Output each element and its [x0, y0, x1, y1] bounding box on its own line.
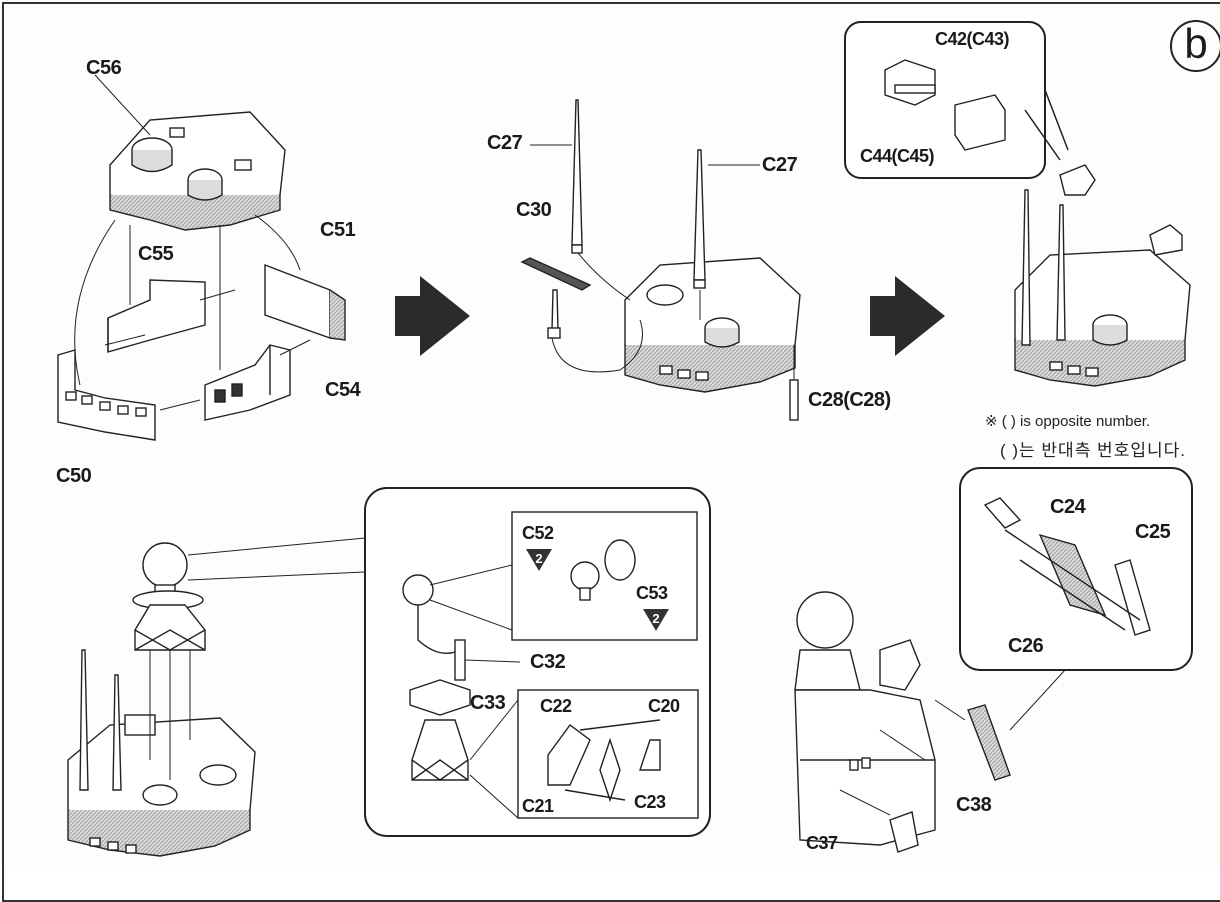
- mast-c28: [789, 379, 799, 421]
- step1-guide-lines: [74, 74, 311, 411]
- label-c22: C22: [540, 696, 572, 716]
- note-opposite-kr: ( )는 반대측 번호입니다.: [1000, 441, 1186, 460]
- label-c50: C50: [56, 465, 92, 487]
- label-c38: C38: [956, 794, 992, 816]
- wall-panel-c51: [264, 263, 346, 341]
- ladder-parts: [983, 497, 1151, 636]
- note-opposite-en: ※ ( ) is opposite number.: [985, 413, 1151, 430]
- label-c25: C25: [1135, 521, 1171, 543]
- radar-inset-lines: [429, 564, 521, 819]
- step-indicator: b: [1170, 20, 1220, 72]
- step-arrow-1: [395, 276, 470, 356]
- inset-c42-pointer: [1044, 89, 1069, 151]
- bridge-assembly-step3: [1014, 164, 1191, 387]
- label-c26: C26: [1008, 635, 1044, 657]
- label-c53: C53: [636, 583, 668, 603]
- step2-guide-lines: [530, 144, 795, 380]
- label-c52: C52: [522, 523, 554, 543]
- quantity-badge-c52: 2: [525, 548, 553, 572]
- step-arrow-2: [870, 276, 945, 356]
- inset-c52-frame: [511, 511, 698, 641]
- wall-panel-c50: [57, 349, 156, 441]
- quantity-badge-c53: 2: [642, 608, 670, 632]
- label-c56: C56: [86, 57, 122, 79]
- step5-guide-lines: [839, 669, 1066, 816]
- mast-c27-right: [693, 149, 706, 289]
- finished-bridge-step5: [794, 591, 1011, 853]
- label-c27-left: C27: [487, 132, 523, 154]
- assembly-artwork: [57, 21, 1193, 857]
- wall-panel-c54: [204, 344, 291, 421]
- step4-guide-lines: [149, 537, 366, 780]
- label-c27-right: C27: [762, 154, 798, 176]
- finished-bridge-step4: [67, 649, 256, 857]
- wall-panel-c55: [107, 279, 206, 353]
- label-c55: C55: [138, 243, 174, 265]
- label-c20: C20: [648, 696, 680, 716]
- label-c28: C28(C28): [808, 389, 891, 411]
- label-c23: C23: [634, 792, 666, 812]
- label-c21: C21: [522, 796, 554, 816]
- label-c44: C44(C45): [860, 146, 935, 166]
- label-c30: C30: [516, 199, 552, 221]
- radar-tower-step4: [132, 542, 206, 651]
- label-c54: C54: [325, 379, 361, 401]
- bridge-deck-c56: [109, 111, 286, 231]
- mast-c27-left: [571, 99, 583, 254]
- label-c42: C42(C43): [935, 29, 1010, 49]
- part-c42: [884, 59, 1006, 151]
- bridge-assembly-step2: [624, 257, 801, 393]
- label-c33: C33: [470, 692, 506, 714]
- label-c32: C32: [530, 651, 566, 673]
- yard-c30: [520, 257, 592, 339]
- label-c51: C51: [320, 219, 356, 241]
- label-c37: C37: [806, 833, 838, 853]
- label-c24: C24: [1050, 496, 1086, 518]
